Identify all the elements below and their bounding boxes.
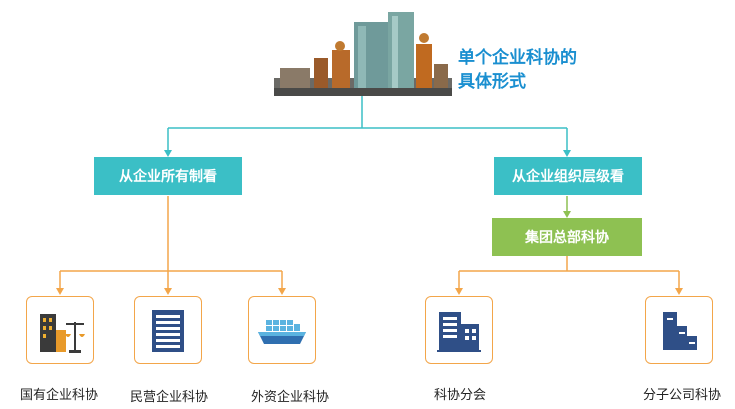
foreign-icon-box (248, 296, 316, 364)
factory-scale-icon (40, 314, 85, 353)
state-owned-icon-box (26, 296, 94, 364)
group-hq-box: 集团总部科协 (492, 218, 642, 256)
private-icon-box (134, 296, 202, 364)
title-line-1: 单个企业科协的 (458, 48, 577, 68)
city-skyline-icon (274, 8, 452, 96)
private-label: 民营企业科协 (129, 390, 208, 405)
subsidiary-label: 分子公司科协 (642, 388, 721, 403)
ownership-box: 从企业所有制看 (94, 157, 242, 195)
diagram-title: 单个企业科协的 具体形式 (458, 46, 577, 94)
state-owned-label: 国有企业科协 (19, 388, 98, 403)
stacked-blocks-icon (663, 312, 697, 350)
hierarchy-box: 从企业组织层级看 (494, 157, 642, 195)
subsidiary-icon-box (645, 296, 713, 364)
title-line-2: 具体形式 (458, 72, 526, 92)
office-buildings-icon (437, 312, 481, 352)
foreign-label: 外资企业科协 (250, 390, 329, 405)
branch-assoc-label: 科协分会 (433, 388, 486, 403)
branch-assoc-icon-box (425, 296, 493, 364)
office-building-icon (152, 310, 184, 352)
cargo-ship-icon (258, 320, 306, 344)
